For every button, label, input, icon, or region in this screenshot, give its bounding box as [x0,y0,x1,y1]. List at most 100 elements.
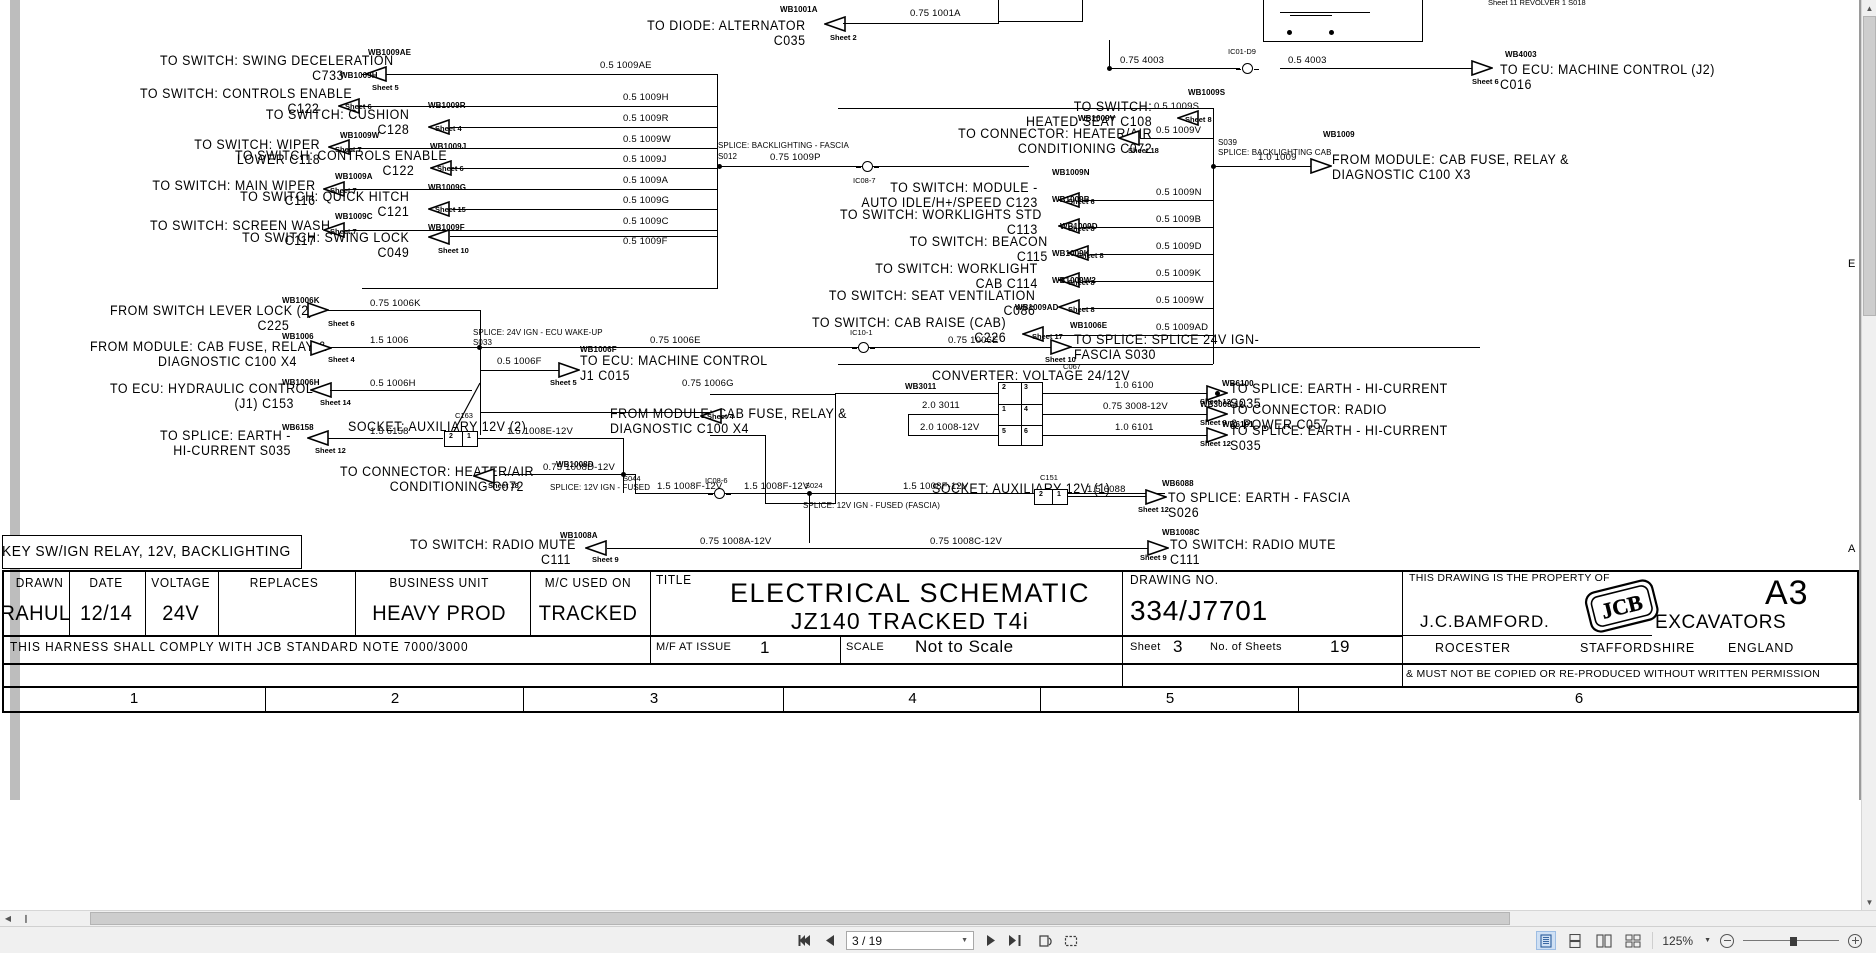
rule [145,570,147,635]
offpage-arrow-icon [307,430,329,446]
excavators-text: EXCAVATORS [1655,612,1787,633]
offpage-arrow-icon [338,98,360,114]
splice-code: S033 [473,338,493,347]
sheet-ref: Sheet 10 [1045,355,1076,364]
value-mc-used-on: TRACKED [538,602,638,625]
wire-segment [908,414,909,435]
page-number-input[interactable]: 3 / 19 ▼ [846,931,974,950]
net-label: TO SWITCH: CAB RAISE (CAB) [811,315,1007,330]
zoom-slider[interactable] [1743,934,1839,948]
last-page-button[interactable] [1006,931,1024,951]
next-page-button[interactable] [981,931,999,951]
splice-code: S039 [1218,138,1238,147]
wire-segment [809,493,810,543]
chevron-down-icon[interactable]: ▼ [961,937,968,944]
net-label: C016 [1500,77,1532,92]
scroll-left-arrow-icon[interactable]: ◀ [4,914,12,923]
sheet-ref: Sheet 8 [1185,115,1212,124]
net-label: TO SWITCH: SEAT VENTILATION [828,288,1036,303]
wire-ref: WB1008C [1162,528,1200,537]
net-label: C122 [382,163,415,178]
schematic-page: WB1001A TO DIODE: ALTERNATOR C035 Sheet … [0,0,1861,910]
net-label: TO SWITCH: BEACON [909,234,1048,249]
offpage-arrow-icon [824,16,846,32]
zoom-dropdown-caret-icon[interactable]: ▼ [1704,937,1711,944]
wire-ref: WB1009D [1060,222,1098,231]
net-label: DIAGNOSTIC C100 X4 [610,421,750,436]
zoom-out-button[interactable] [1720,933,1734,948]
net-label: C115 [1016,249,1048,264]
wire-gauge: 0.75 4003 [1120,55,1165,66]
offpage-arrow-icon [328,139,350,155]
previous-page-button[interactable] [821,931,839,951]
wire-segment [328,438,443,439]
sheet-ref: Sheet 6 [437,164,464,173]
sheet-ref: Sheet 5 [550,378,577,387]
sheet-ref: Sheet 12 [1138,505,1169,514]
zoom-level-value[interactable]: 125% [1662,933,1694,948]
rotate-view-button[interactable] [1037,931,1055,951]
scroll-up-arrow-icon[interactable]: ▲ [1862,0,1876,16]
rule [2,687,4,712]
splice-dot [621,472,626,477]
wire-ref: WB1006H [282,378,320,387]
sheet-ref: Sheet 6 [1068,197,1095,206]
snapshot-button[interactable] [1062,931,1080,951]
net-label: DIAGNOSTIC C100 X3 [1332,167,1472,182]
scroll-left-page-icon[interactable]: ❙ [22,914,30,923]
view-mode-two-up-continuous[interactable] [1623,931,1643,950]
wire-segment [1043,435,1220,436]
offpage-arrow-icon [1471,60,1493,76]
net-label: TO SWITCH: WORKLIGHT [875,261,1038,276]
pin-divider [998,404,1043,405]
horizontal-scrollbar[interactable]: ◀ ❙ [0,910,1876,926]
wire-segment [1280,68,1472,69]
pin-number: 1 [467,433,471,440]
view-mode-two-up[interactable] [1594,931,1614,950]
wire-gauge: 0.5 1009F [623,236,668,247]
continuous-page-icon [1569,933,1581,948]
wire-gauge: 0.75 1001A [910,8,961,19]
net-label: AUTO IDLE/H+/SPEED C123 [861,195,1038,210]
pin-number: 2 [1039,491,1043,498]
offpage-arrow-icon [1145,489,1167,505]
wire-ref: WB1001A [780,5,818,14]
sheet-ref: Sheet 6 [1472,77,1499,86]
pin-number: 6 [1024,428,1028,435]
zoom-slider-knob[interactable] [1790,936,1797,946]
offpage-arrow-icon [430,160,452,176]
wire-segment [908,414,998,415]
wire-gauge: 0.5 1009H [623,92,669,103]
col-header-title: TITLE [656,573,692,587]
net-label: TO ECU: MACHINE CONTROL (J2) [1500,62,1715,77]
wire-segment [1140,138,1213,139]
net-label: TO SWITCH: QUICK HITCH [240,189,410,204]
scroll-down-arrow-icon[interactable]: ▼ [1862,894,1876,910]
vertical-scrollbar[interactable]: ▲ ▼ [1861,0,1876,910]
component-code: C067 [1063,362,1081,371]
document-canvas[interactable]: WB1001A TO DIODE: ALTERNATOR C035 Sheet … [0,0,1861,910]
rule [265,687,267,712]
net-label: FROM MODULE: CAB FUSE, RELAY & [1332,152,1569,167]
offpage-arrow-icon [428,201,450,217]
zoom-in-button[interactable] [1848,933,1862,948]
mf-at-issue-value: 1 [760,638,770,657]
first-page-button[interactable] [796,931,814,951]
sheet-ref: Sheet 18 [488,481,519,490]
net-label: TO SWITCH: WIPER [194,137,321,152]
sheet-ref: Sheet 17 [1032,332,1063,341]
net-label: & POWER C057 [1230,417,1329,432]
view-mode-single-page[interactable] [1536,931,1557,950]
net-label: TO CONNECTOR: HEATER/AIR [958,126,1153,141]
wire-gauge: 0.5 1006F [497,356,542,367]
rule [1402,570,1404,686]
net-label: TO SWITCH: MAIN WIPER [152,178,316,193]
rule [523,687,525,712]
offpage-arrow-icon [365,66,387,82]
horizontal-scroll-thumb[interactable] [90,912,1510,925]
view-mode-continuous[interactable] [1565,931,1585,950]
net-label: LOWER C118 [236,152,321,167]
component-box [1263,0,1423,42]
net-label: FROM MODULE: CAB FUSE, RELAY & [610,406,847,421]
vertical-scroll-thumb[interactable] [1863,16,1876,316]
